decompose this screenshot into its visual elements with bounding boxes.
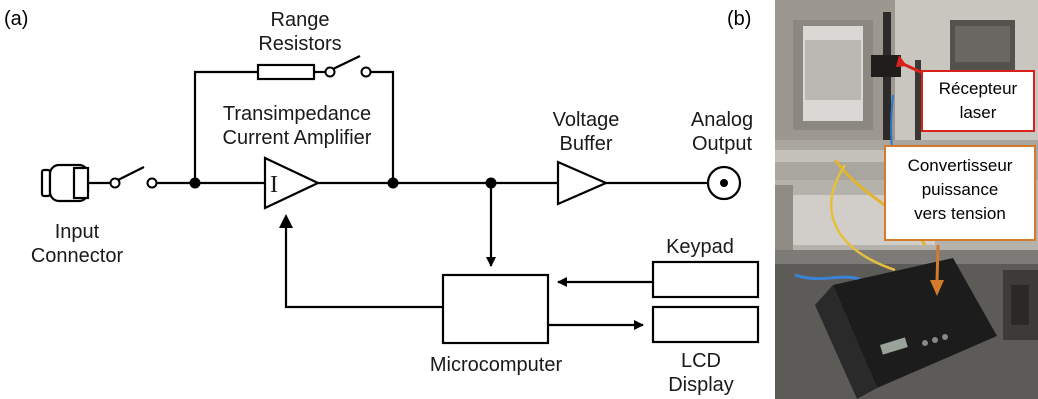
input-connector-label-line2: Connector (31, 245, 124, 267)
feedback-line (284, 225, 443, 309)
lcd-display-label-line1: LCD (681, 350, 721, 372)
converter-callout-line2: puissance (921, 180, 999, 199)
converter-callout-line3: vers tension (914, 204, 1006, 223)
analog-output-label-line2: Output (692, 133, 752, 155)
receiver-callout: Récepteur laser (921, 70, 1035, 132)
block-diagram: Range Resistors Input Connector (31, 9, 760, 396)
voltage-buffer-label-line1: Voltage (553, 109, 620, 131)
range-resistors-label-line1: Range (271, 9, 330, 31)
panel-label-b: (b) (727, 8, 752, 30)
lcd-display-label-line2: Display (668, 374, 734, 396)
resistor-symbol (256, 63, 316, 81)
input-connector-label-line1: Input (55, 221, 100, 243)
input-switch (109, 166, 265, 189)
panel-label-a: (a) (4, 8, 29, 30)
converter-callout: Convertisseur puissance vers tension (884, 145, 1036, 241)
keypad-label: Keypad (666, 236, 734, 258)
range-resistor-loop (193, 55, 395, 183)
range-resistors-label-line2: Resistors (258, 33, 341, 55)
lcd-display-box (651, 305, 760, 344)
receiver-callout-line1: Récepteur (938, 79, 1018, 98)
receiver-callout-line2: laser (959, 103, 997, 122)
voltage-buffer-symbol (556, 160, 609, 206)
microcomputer-box (441, 273, 550, 345)
voltage-buffer-label-line2: Buffer (560, 133, 613, 155)
junction-dot (189, 177, 201, 189)
amplifier-current-symbol: I (270, 172, 278, 198)
converter-callout-line1: Convertisseur (907, 156, 1013, 175)
photo-panel: Récepteur laser Convertisseur puissance … (775, 0, 1038, 399)
analog-output-label-line1: Analog (691, 109, 753, 131)
microcomputer-label: Microcomputer (430, 354, 563, 376)
keypad-box (651, 260, 760, 299)
transimpedance-amplifier-symbol (263, 156, 321, 210)
transimpedance-label-line2: Current Amplifier (223, 127, 372, 149)
input-connector-symbol (40, 163, 110, 203)
junction-dot (387, 177, 399, 189)
transimpedance-label-line1: Transimpedance (223, 103, 371, 125)
converter-arrow (935, 244, 940, 283)
